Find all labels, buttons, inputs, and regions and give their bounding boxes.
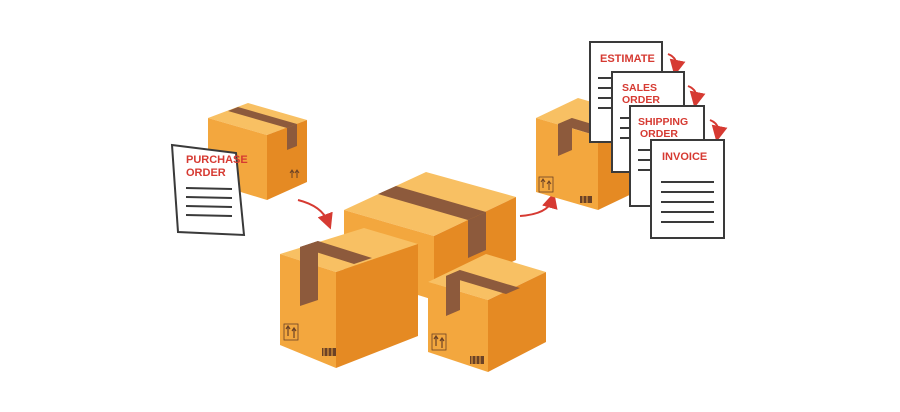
text-lines <box>598 77 612 109</box>
curved-arrow-icon <box>687 85 706 108</box>
shipping-order-label-line2: ORDER <box>640 128 678 140</box>
sales-order-label-line1: SALES <box>622 82 657 94</box>
warehouse-box-front-left <box>280 228 418 368</box>
barcode-icon <box>470 356 484 364</box>
shipping-order-label-line1: SHIPPING <box>638 116 688 128</box>
barcode-icon <box>580 196 592 203</box>
this-side-up-icon <box>538 176 554 193</box>
this-side-up-icon <box>283 323 299 341</box>
warehouse-box-front-right <box>428 254 546 372</box>
invoice-label: INVOICE <box>662 151 707 163</box>
text-lines <box>185 187 233 217</box>
purchase-order-label-line2: ORDER <box>186 167 226 179</box>
curved-arrow-icon <box>667 53 686 76</box>
this-side-up-icon <box>431 333 447 351</box>
text-lines <box>661 181 714 223</box>
purchase-order-label-line1: PURCHASE <box>186 154 248 166</box>
curved-arrow-icon <box>297 199 333 230</box>
this-side-up-icon <box>289 169 300 178</box>
invoice-document: INVOICE <box>650 139 725 239</box>
estimate-label: ESTIMATE <box>600 53 655 65</box>
purchase-order-document: PURCHASE ORDER <box>170 143 248 237</box>
curved-arrow-icon <box>519 192 558 217</box>
sales-order-label-line2: ORDER <box>622 94 660 106</box>
curved-arrow-icon <box>709 119 728 142</box>
text-lines <box>638 149 650 171</box>
barcode-icon <box>322 348 336 356</box>
